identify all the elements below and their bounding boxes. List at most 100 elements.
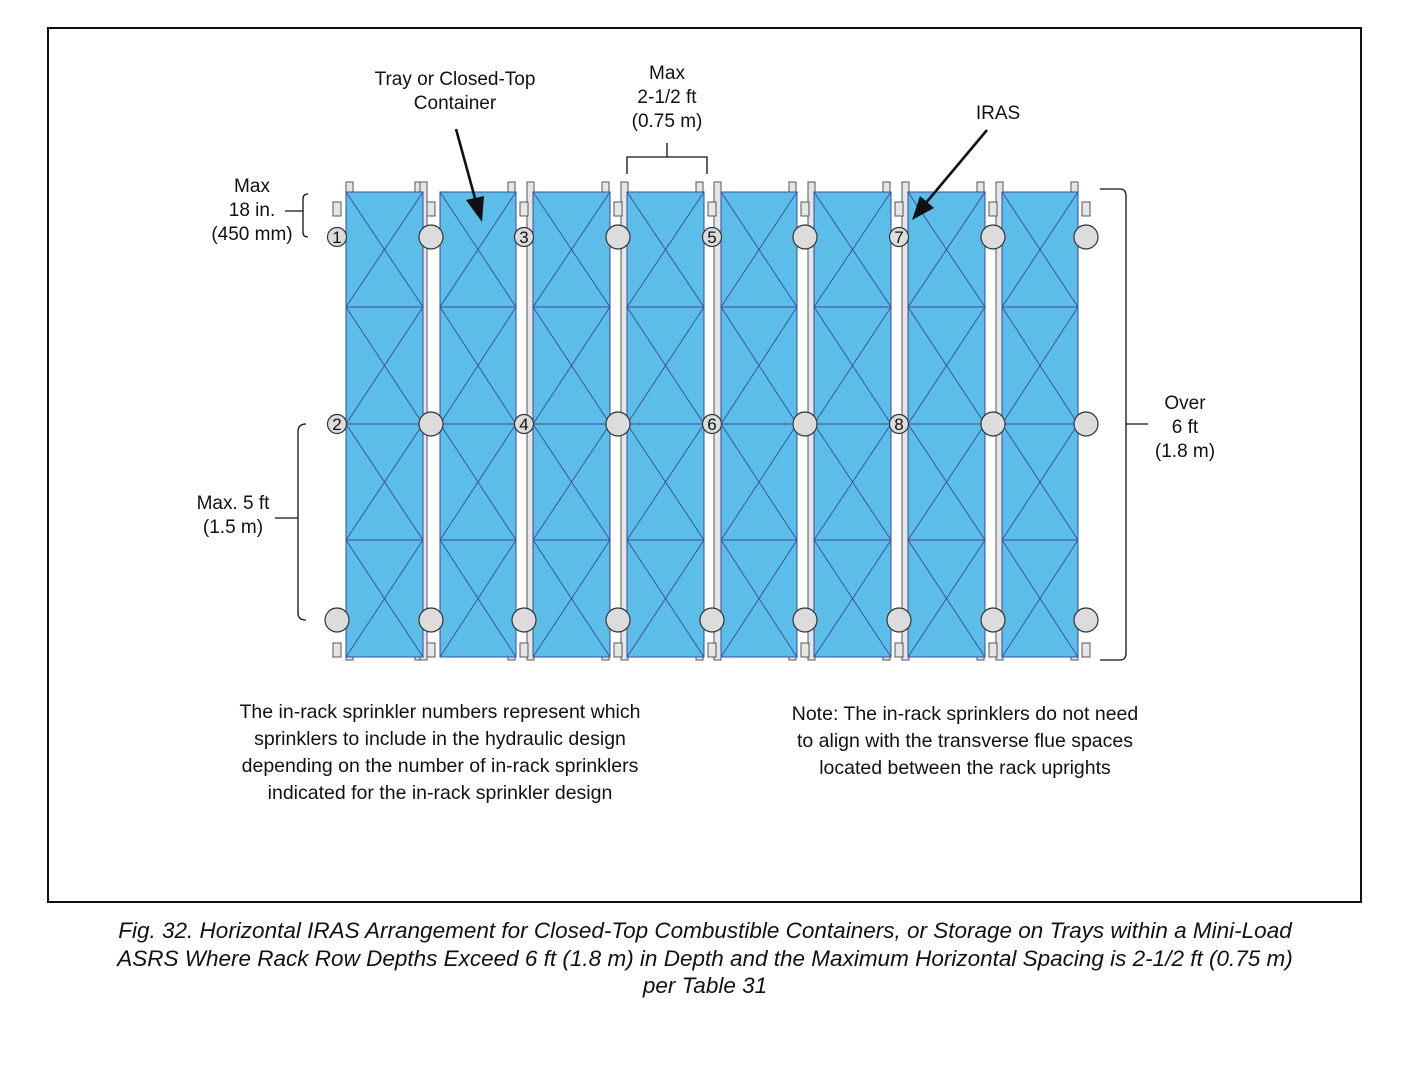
note-right-line-1: Note: The in-rack sprinklers do not need xyxy=(791,703,1139,725)
tray-container-line-1: Tray or Closed-Top xyxy=(374,69,536,90)
sprinkler-number: 4 xyxy=(519,415,528,434)
tray-container-label: Tray or Closed-Top Container xyxy=(355,68,555,116)
container-column xyxy=(907,191,986,658)
container-column xyxy=(813,191,892,658)
container-brace xyxy=(813,306,892,425)
upright-bracket xyxy=(800,201,810,217)
note-left-line-2: sprinklers to include in the hydraulic d… xyxy=(254,728,626,750)
upright-bracket xyxy=(519,201,529,217)
container-brace xyxy=(720,306,798,425)
container-brace xyxy=(345,539,424,658)
sprinkler-icon xyxy=(701,413,723,435)
max-horizontal-line-2: 2-1/2 ft xyxy=(637,87,697,108)
container-brace xyxy=(626,539,705,658)
upright-bracket xyxy=(613,201,623,217)
sprinkler-icon xyxy=(888,226,910,248)
sprinkler-icon xyxy=(792,224,818,250)
container-brace xyxy=(345,306,424,425)
container-brace xyxy=(720,423,798,541)
upright-bracket xyxy=(1081,642,1091,658)
upright-bracket xyxy=(613,642,623,658)
container-brace xyxy=(813,191,892,308)
upright-bracket xyxy=(332,201,342,217)
sprinkler-icon xyxy=(326,226,348,248)
sprinkler-icon xyxy=(980,607,1006,633)
figure-caption: Fig. 32. Horizontal IRAS Arrangement for… xyxy=(40,917,1370,1000)
container-brace xyxy=(345,423,424,541)
note-left-line-3: depending on the number of in-rack sprin… xyxy=(241,755,639,777)
container-brace xyxy=(439,423,517,541)
sprinkler-icon xyxy=(418,607,444,633)
sprinkler-icon xyxy=(418,411,444,437)
sprinkler-icon xyxy=(701,226,723,248)
sprinkler-icon xyxy=(980,411,1006,437)
depth-6ft-bracket xyxy=(1100,188,1148,661)
sprinkler-icon xyxy=(1073,224,1099,250)
sprinkler-number: 1 xyxy=(332,228,341,247)
container-brace xyxy=(532,423,611,541)
container-brace xyxy=(532,539,611,658)
vertical-5ft-bracket xyxy=(275,423,307,621)
sprinkler-number: 7 xyxy=(894,228,903,247)
container-brace xyxy=(907,191,986,308)
container-column xyxy=(439,191,517,658)
tray-arrowhead xyxy=(466,196,484,222)
sprinkler-icon xyxy=(513,413,535,435)
sprinkler-number: 8 xyxy=(894,415,903,434)
pointer-arrows xyxy=(454,128,988,222)
container-brace xyxy=(813,539,892,658)
alignment-note: Note: The in-rack sprinklers do not need… xyxy=(735,701,1195,782)
container-brace xyxy=(439,306,517,425)
upright-bracket xyxy=(894,642,904,658)
container-brace xyxy=(720,191,798,308)
note-left-line-1: The in-rack sprinkler numbers represent … xyxy=(239,701,641,723)
container-brace xyxy=(907,539,986,658)
sprinkler-icon xyxy=(513,226,535,248)
max-18in-line-1: Max xyxy=(234,176,270,197)
vertical-18in-bracket xyxy=(285,193,309,238)
tray-pointer-line xyxy=(454,128,478,203)
over-6ft-line-2: 6 ft xyxy=(1171,417,1199,438)
container-brace xyxy=(345,191,424,308)
container-brace xyxy=(720,539,798,658)
upright-bracket xyxy=(894,201,904,217)
sprinkler-icon xyxy=(1073,607,1099,633)
container-column xyxy=(1001,191,1079,658)
container-brace xyxy=(439,539,517,658)
upright-bracket xyxy=(426,642,436,658)
container-brace xyxy=(813,423,892,541)
container-column xyxy=(345,191,424,658)
sprinkler-icon xyxy=(511,607,537,633)
container-brace xyxy=(532,191,611,308)
max-horizontal-label: Max 2-1/2 ft (0.75 m) xyxy=(607,62,727,134)
sprinkler-icon xyxy=(324,607,350,633)
sprinkler-icon xyxy=(792,607,818,633)
sprinkler-icon xyxy=(888,413,910,435)
figure-frame xyxy=(47,27,1362,903)
container-brace xyxy=(1001,539,1079,658)
max-18in-line-3: (450 mm) xyxy=(211,224,293,245)
sprinkler-icon xyxy=(1073,411,1099,437)
container-column xyxy=(532,191,611,658)
caption-line-2: ASRS Where Rack Row Depths Exceed 6 ft (… xyxy=(117,945,1293,971)
sprinkler-icon xyxy=(326,413,348,435)
upright-bracket xyxy=(332,642,342,658)
sprinkler-icon xyxy=(886,607,912,633)
sprinkler-icon xyxy=(699,607,725,633)
container-brace xyxy=(626,191,705,308)
container-brace xyxy=(626,306,705,425)
over-6ft-label: Over 6 ft (1.8 m) xyxy=(1135,392,1235,464)
over-6ft-line-1: Over xyxy=(1164,393,1206,414)
upright-bracket xyxy=(988,642,998,658)
sprinkler-icon xyxy=(605,411,631,437)
container-brace xyxy=(532,306,611,425)
sprinkler-number: 3 xyxy=(519,228,528,247)
horizontal-spacing-bracket xyxy=(626,143,708,174)
container-brace xyxy=(1001,306,1079,425)
sprinkler-icon xyxy=(980,224,1006,250)
iras-pointer-line xyxy=(924,129,988,205)
sprinkler-number: 2 xyxy=(332,415,341,434)
max-5ft-line-1: Max. 5 ft xyxy=(196,493,270,514)
sprinkler-number: 5 xyxy=(707,228,716,247)
